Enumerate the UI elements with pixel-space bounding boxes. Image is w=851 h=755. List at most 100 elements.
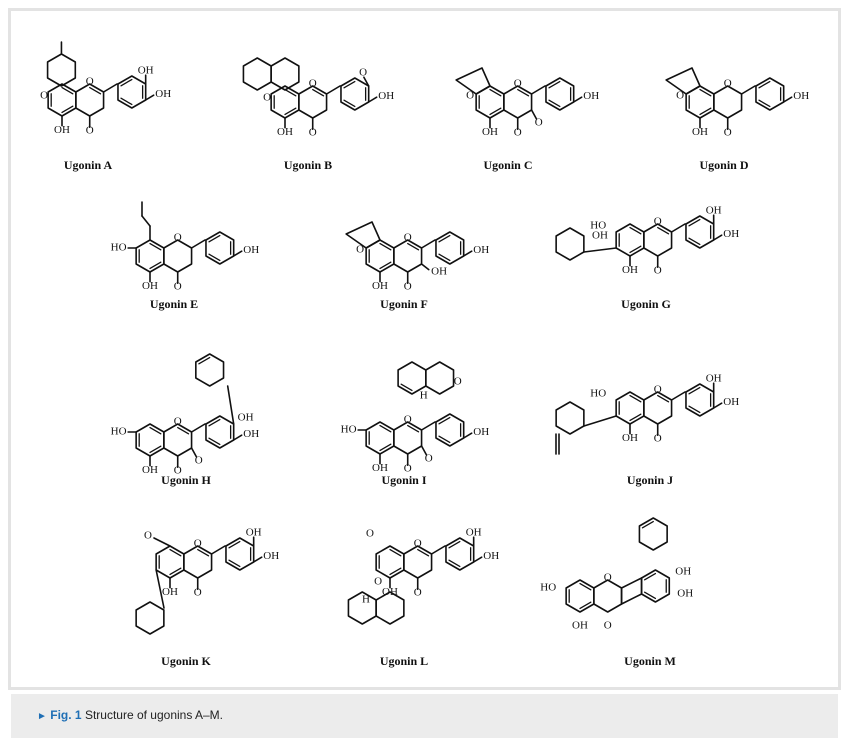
double-bond	[643, 591, 657, 600]
double-bond	[657, 394, 670, 403]
compound-label: Ugonin H	[161, 473, 211, 487]
atom-label: OH	[482, 126, 498, 138]
double-bond	[208, 234, 221, 243]
atom-label: HO	[111, 426, 127, 438]
bond	[430, 545, 446, 555]
atom-label: O	[374, 576, 382, 588]
compound-label: Ugonin J	[626, 473, 674, 487]
atom-label: OH	[238, 412, 254, 424]
atom-label: OH	[142, 464, 158, 476]
double-bond	[489, 88, 502, 97]
compound-label: Ugonin I	[381, 473, 427, 487]
figure-caption: ► Fig. 1 Structure of ugonins A–M.	[37, 708, 223, 722]
double-bond	[438, 416, 451, 425]
bond	[210, 545, 226, 555]
double-bond	[758, 80, 771, 89]
ring-bond	[205, 415, 235, 449]
ring-bond	[46, 53, 77, 87]
double-bond	[379, 424, 392, 433]
atom-label: OH	[54, 124, 70, 136]
atom-label: OH	[622, 264, 638, 276]
double-bond	[629, 245, 642, 254]
double-bond	[379, 242, 392, 251]
ring-bond	[345, 221, 381, 249]
double-bond	[699, 88, 712, 97]
atom-label: HO	[590, 388, 606, 400]
ring-bond	[638, 517, 668, 551]
atom-label: OH	[473, 244, 489, 256]
double-bond	[489, 107, 502, 116]
ring-bond	[163, 423, 193, 457]
double-bond	[149, 242, 162, 251]
atom-label: OH	[431, 266, 447, 278]
bond	[232, 250, 243, 257]
double-bond	[417, 548, 430, 557]
atom-label: O	[454, 376, 462, 388]
ring-bond	[565, 579, 595, 613]
atom-label: O	[654, 433, 662, 445]
ring-bond	[393, 239, 423, 273]
ring-bond	[340, 77, 370, 111]
atom-label: O	[425, 452, 433, 464]
atom-label: O	[174, 281, 182, 293]
ring-bond	[435, 413, 465, 447]
ring-bond	[155, 545, 185, 579]
atom-label: O	[654, 265, 662, 277]
ring-bond	[242, 57, 272, 91]
atom-label: OH	[723, 396, 739, 408]
bond	[190, 447, 198, 458]
atom-label: OH	[162, 586, 178, 598]
atom-label: O	[40, 90, 48, 102]
caption-arrow-icon: ►	[37, 711, 47, 722]
double-bond	[379, 261, 392, 270]
double-bond	[389, 548, 402, 557]
atom-label: OH	[138, 65, 154, 77]
bond	[712, 402, 723, 409]
double-bond	[312, 88, 325, 97]
atom-label: OH	[483, 550, 499, 562]
ring-bond	[593, 579, 623, 613]
ring-bond	[117, 75, 147, 109]
atom-label: O	[535, 116, 543, 128]
bond	[670, 223, 686, 233]
compound-label: Ugonin M	[624, 654, 676, 668]
bond	[572, 96, 583, 103]
bond	[462, 432, 473, 439]
double-bond	[169, 567, 182, 576]
atom-label: O	[356, 244, 364, 256]
bond	[462, 250, 473, 257]
ring-bond	[555, 401, 585, 435]
atom-label: HO	[111, 242, 127, 254]
compound-label: Ugonin B	[283, 158, 333, 172]
bond	[190, 423, 206, 433]
atom-label: O	[86, 125, 94, 137]
ring-bond	[713, 85, 743, 119]
compound-label: Ugonin F	[380, 297, 428, 311]
double-bond	[149, 261, 162, 270]
bond	[420, 421, 436, 431]
ring-bond	[545, 77, 575, 111]
double-bond	[198, 356, 211, 365]
ring-bond	[643, 391, 673, 425]
bond	[782, 96, 793, 103]
compound-label: Ugonin A	[63, 158, 113, 172]
ring-bond	[347, 591, 377, 625]
atom-label: O	[514, 127, 522, 139]
atom-label: OH	[243, 428, 259, 440]
atom-label: OH	[372, 280, 388, 292]
double-bond	[61, 105, 74, 114]
atom-label: O	[404, 414, 412, 426]
double-bond	[657, 226, 670, 235]
double-bond	[208, 437, 221, 446]
atom-label: OH	[592, 230, 608, 242]
atom-label: O	[676, 90, 684, 102]
ring-bond	[455, 67, 491, 95]
double-bond	[284, 107, 297, 116]
